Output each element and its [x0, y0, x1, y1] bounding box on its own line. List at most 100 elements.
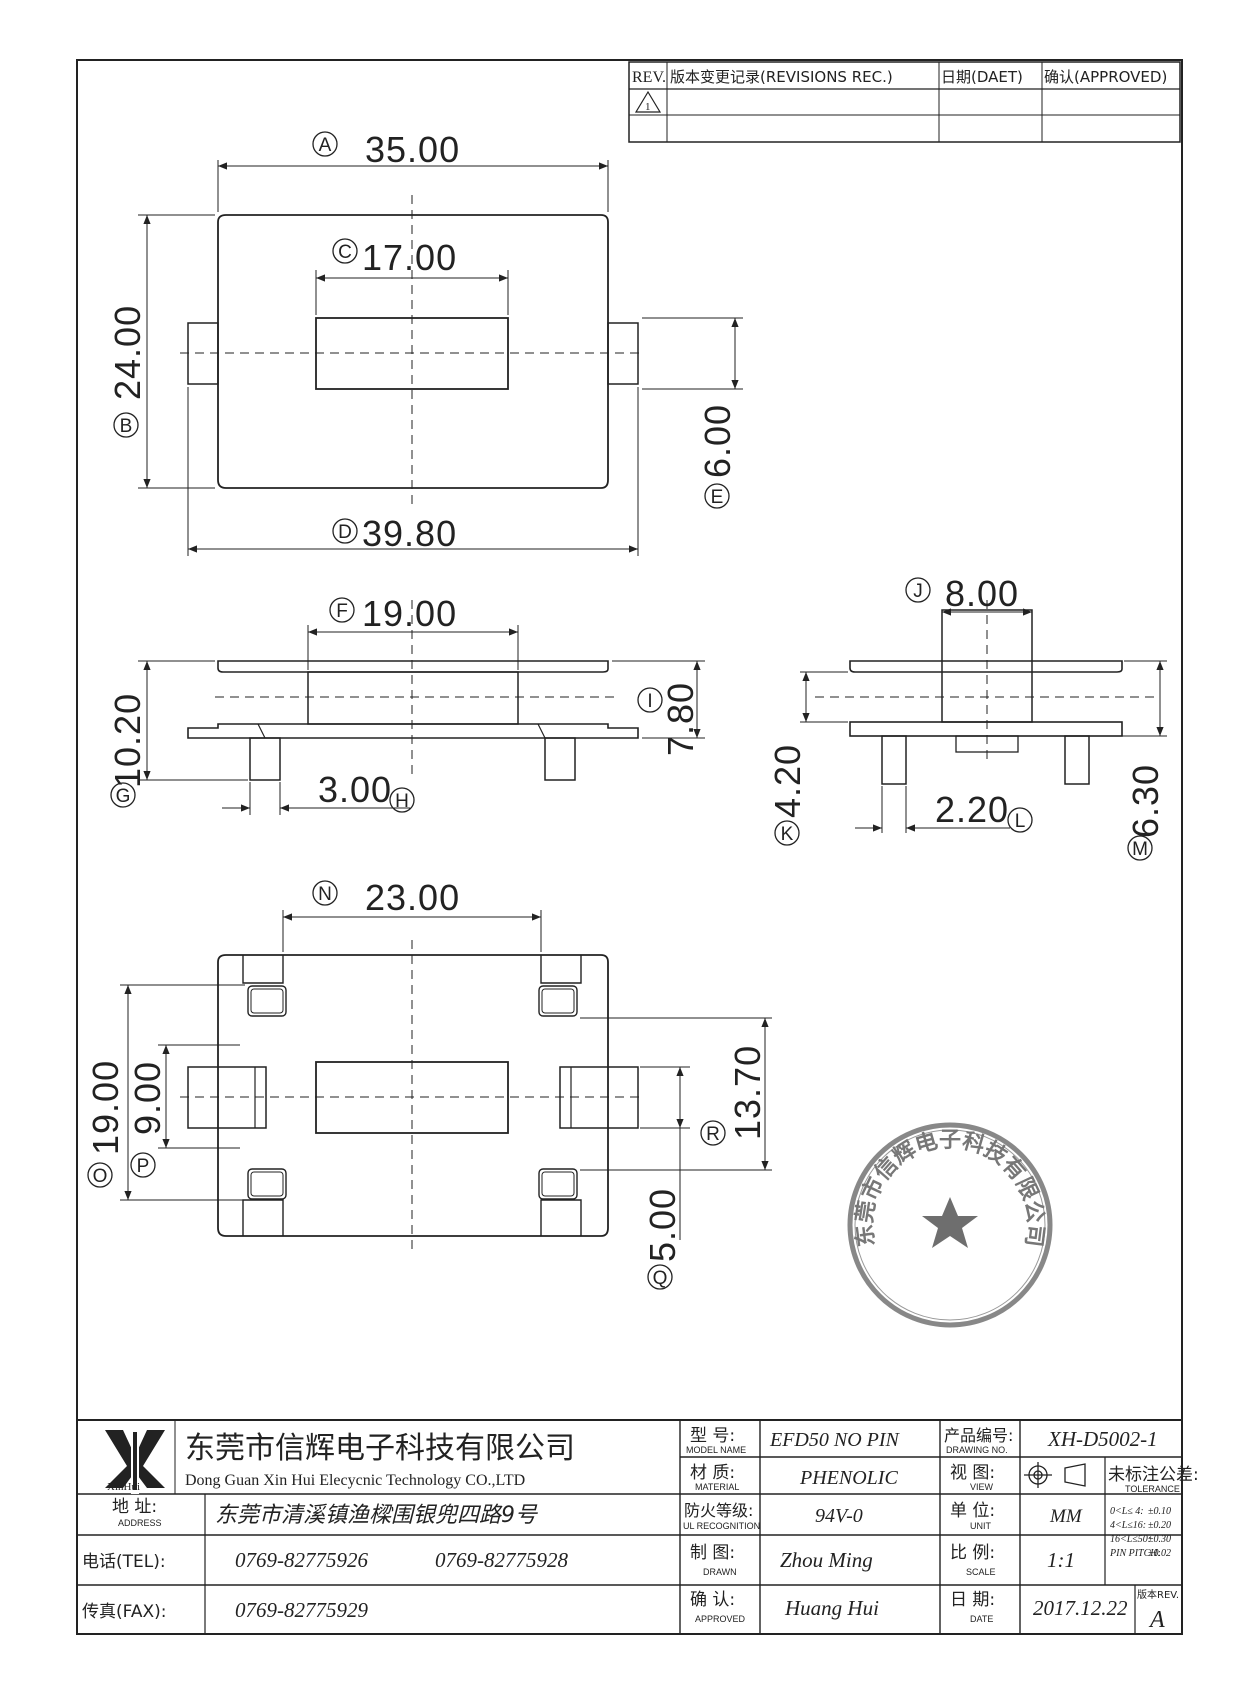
- dim-P-value: 9.00: [127, 1061, 168, 1135]
- dim-R-label: R: [706, 1124, 720, 1145]
- tolerance-value: ±0.10: [1148, 1506, 1171, 1517]
- company-seal-stamp: 东莞市信辉电子科技有限公司: [847, 1122, 1053, 1328]
- ul-label: 防火等级:: [684, 1501, 753, 1520]
- material-value: PHENOLIC: [799, 1467, 898, 1489]
- drawn-label: 制 图:: [690, 1543, 735, 1563]
- revision-approved-header: 确认(APPROVED): [1044, 68, 1167, 86]
- revision-triangle-icon: [634, 90, 662, 113]
- tel-label: 电话(TEL):: [82, 1552, 166, 1572]
- tolerance-value: ±0.20: [1148, 1520, 1171, 1531]
- dim-F-value: 19.00: [362, 593, 457, 634]
- side-view: [800, 600, 1167, 833]
- dim-I-value: 7.80: [660, 682, 701, 756]
- dim-A-value: 35.00: [365, 129, 460, 170]
- dim-E-value: 6.00: [697, 404, 738, 478]
- tolerance-range: PIN PITCH:: [1109, 1548, 1161, 1559]
- dim-M-label: M: [1132, 839, 1148, 860]
- address-label-en: ADDRESS: [118, 1518, 162, 1528]
- dim-Q-value: 5.00: [642, 1188, 683, 1262]
- tolerance-label-en: TOLERANCE: [1125, 1484, 1180, 1494]
- dim-K-value: 4.20: [767, 744, 808, 818]
- dim-O-marker: O: [87, 1162, 113, 1188]
- dim-E-label: E: [711, 487, 724, 508]
- dim-N-label: N: [318, 884, 332, 905]
- dim-L-marker: L: [1007, 807, 1033, 833]
- company-name-cn: 东莞市信辉电子科技有限公司: [185, 1431, 575, 1466]
- unit-label-en: UNIT: [970, 1521, 991, 1531]
- revision-date-header: 日期(DAET): [941, 68, 1023, 86]
- dim-B-label: B: [120, 416, 133, 437]
- dim-R-value: 13.70: [727, 1045, 768, 1140]
- revision-rev-header: REV.: [632, 69, 666, 86]
- dim-R-marker: R: [700, 1120, 726, 1146]
- ul-label-en: UL RECOGNITION: [683, 1521, 760, 1531]
- tel-value-2: 0769-82775928: [435, 1548, 568, 1572]
- tolerance-table: 0<L≤ 4: ±0.10 4<L≤16: ±0.20 16<L≤50: ±0.…: [1109, 1506, 1171, 1559]
- dim-Q-label: Q: [653, 1268, 668, 1289]
- date-label: 日 期:: [950, 1590, 995, 1610]
- tolerance-value: ±0.02: [1148, 1548, 1171, 1559]
- dim-J-marker: J: [905, 577, 931, 603]
- rev-label: 版本REV.: [1137, 1588, 1179, 1601]
- revision-number: 1: [645, 101, 651, 113]
- bottom-view-dimensions: N 23.00 O 19.00 P 9.00 Q 5.00 R 13.70: [85, 877, 768, 1290]
- unit-value: MM: [1049, 1506, 1083, 1527]
- top-view-dimensions: A 35.00 C 17.00 B 24.00 D 39.80 E 6.00: [107, 129, 738, 554]
- front-view: [138, 600, 705, 815]
- revision-changes-header: 版本变更记录(REVISIONS REC.): [670, 68, 893, 86]
- dim-H-marker: H: [389, 787, 415, 813]
- dim-H-label: H: [395, 791, 409, 812]
- drawing-no-label: 产品编号:: [944, 1426, 1013, 1445]
- dim-H-value: 3.00: [318, 769, 392, 810]
- approved-value: Huang Hui: [784, 1596, 879, 1620]
- dim-I-marker: I: [637, 687, 663, 713]
- unit-label: 单 位:: [950, 1501, 995, 1521]
- model-label: 型 号:: [690, 1426, 735, 1446]
- side-view-dimensions: J 8.00 K 4.20 2.20 L M 6.30: [767, 573, 1166, 861]
- dim-F-marker: F: [329, 597, 355, 623]
- dim-J-label: J: [913, 581, 923, 602]
- logo-text: XinHui: [107, 1481, 140, 1493]
- dim-A-label: A: [319, 135, 332, 156]
- scale-value: 1:1: [1047, 1548, 1075, 1572]
- tolerance-value: ±0.30: [1148, 1534, 1171, 1545]
- dim-O-value: 19.00: [85, 1060, 126, 1155]
- front-view-dimensions: F 19.00 G 10.20 3.00 H I 7.80: [107, 593, 701, 813]
- dim-P-label: P: [137, 1156, 150, 1177]
- rev-value: A: [1148, 1607, 1165, 1633]
- dim-C-marker: C: [332, 238, 358, 264]
- drawn-value: Zhou Ming: [780, 1548, 873, 1572]
- tolerance-range: 4<L≤16:: [1110, 1520, 1146, 1531]
- dim-D-value: 39.80: [362, 513, 457, 554]
- dim-F-label: F: [336, 601, 348, 622]
- material-label-en: MATERIAL: [695, 1482, 739, 1492]
- ul-value: 94V-0: [815, 1505, 863, 1527]
- dim-L-label: L: [1015, 811, 1026, 832]
- fax-value: 0769-82775929: [235, 1598, 368, 1622]
- dim-G-label: G: [116, 786, 131, 807]
- address-label: 地 址:: [112, 1497, 157, 1517]
- dim-K-marker: K: [774, 820, 800, 846]
- view-label-en: VIEW: [970, 1482, 994, 1492]
- xinhui-logo: [105, 1430, 165, 1494]
- model-label-en: MODEL NAME: [686, 1445, 746, 1455]
- scale-label-en: SCALE: [966, 1567, 996, 1577]
- scale-label: 比 例:: [950, 1543, 995, 1563]
- bottom-view: [120, 910, 772, 1250]
- company-name-en: Dong Guan Xin Hui Elecycnic Technology C…: [185, 1472, 525, 1489]
- tolerance-range: 0<L≤ 4:: [1110, 1506, 1144, 1517]
- dim-M-value: 6.30: [1125, 764, 1166, 838]
- top-view: [138, 160, 743, 556]
- dim-L-value: 2.20: [935, 789, 1009, 830]
- dim-K-label: K: [781, 824, 794, 845]
- dim-N-value: 23.00: [365, 877, 460, 918]
- dim-Q-marker: Q: [647, 1264, 673, 1290]
- address-value: 东莞市清溪镇渔樑围银兜四路9号: [215, 1503, 538, 1528]
- drawing-no-label-en: DRAWING NO.: [946, 1445, 1008, 1455]
- approved-label-en: APPROVED: [695, 1614, 746, 1624]
- date-label-en: DATE: [970, 1614, 993, 1624]
- model-value: EFD50 NO PIN: [769, 1429, 901, 1451]
- title-block: [76, 1419, 1183, 1635]
- dim-E-marker: E: [704, 483, 730, 509]
